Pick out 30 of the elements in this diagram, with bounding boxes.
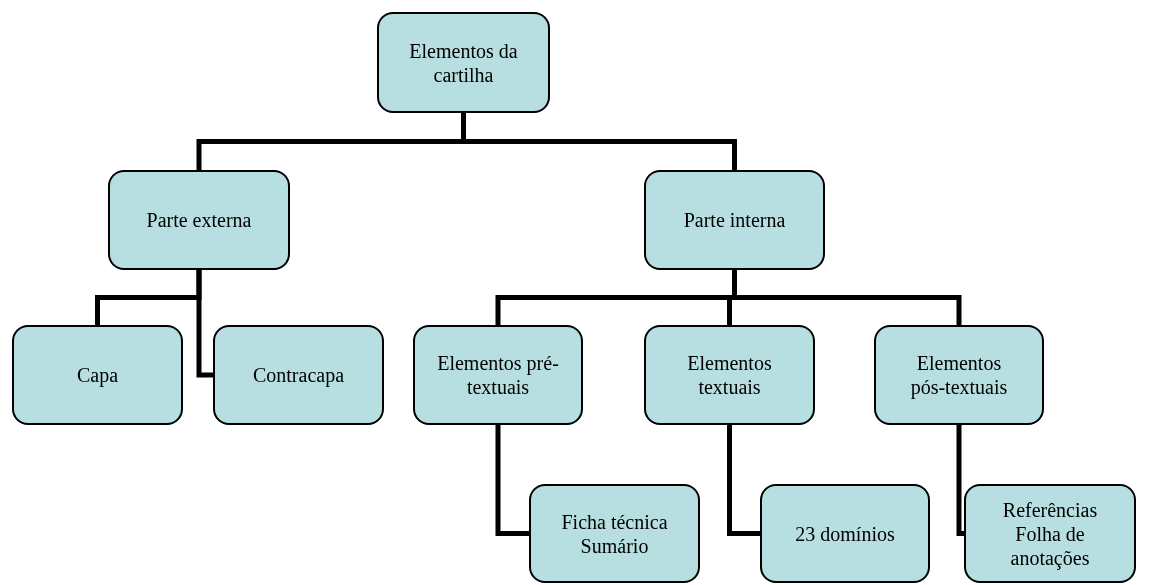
node-box <box>12 325 183 425</box>
node-box <box>760 484 930 583</box>
connector-line <box>495 425 529 536</box>
node-label: Elementos da cartilha <box>408 38 519 87</box>
node-label: Parte externa <box>146 208 252 232</box>
connector-line <box>196 270 213 378</box>
node-box <box>413 325 583 425</box>
node-label: Elementos textuais <box>686 351 773 399</box>
node-box <box>644 325 815 425</box>
node-box <box>108 170 290 270</box>
node-label: Contracapa <box>252 363 345 387</box>
node-label: Folha de anotações <box>1009 521 1091 570</box>
connector-line <box>727 425 760 536</box>
node-label: Parte interna <box>683 208 786 232</box>
node-box <box>377 12 550 113</box>
node-label: Elementos pré-textuais <box>437 351 559 399</box>
node-box <box>644 170 825 270</box>
node-label: Elementos pós-textuais <box>909 351 1009 399</box>
node-label: Sumário <box>580 533 649 558</box>
connector-line <box>461 113 737 170</box>
node-label: Referências <box>1002 497 1098 522</box>
connector-line <box>732 270 962 325</box>
connector-line <box>956 425 964 536</box>
node-label: Capa <box>76 363 119 387</box>
node-box <box>964 484 1136 583</box>
node-box <box>874 325 1044 425</box>
node-box <box>213 325 384 425</box>
node-label: Ficha técnica <box>561 509 668 534</box>
node-label: 23 domínios <box>795 521 895 546</box>
node-box <box>529 484 700 583</box>
